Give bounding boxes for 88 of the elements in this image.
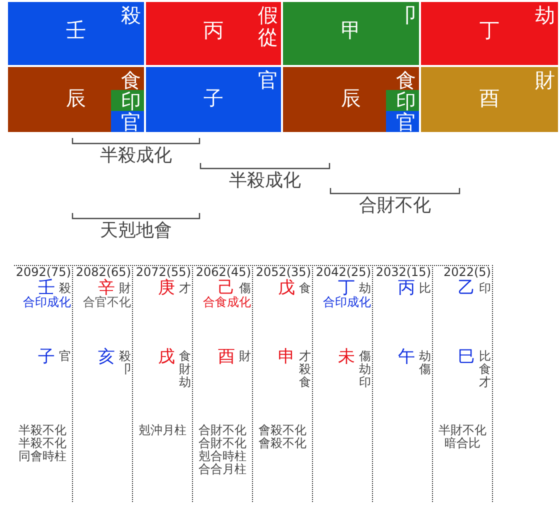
- ten-god-text: 比食才: [479, 350, 491, 390]
- ten-god-text: 殺: [121, 4, 141, 26]
- ten-god-text: 劫: [535, 4, 555, 26]
- interaction-note: 合合月柱: [198, 463, 246, 476]
- ten-god-text: 食財劫: [179, 350, 191, 390]
- pillar-cell: [283, 2, 419, 65]
- ten-god-text: 殺: [59, 282, 71, 296]
- branch-text: 酉: [218, 348, 235, 367]
- interaction-note: 半財不化: [438, 424, 486, 437]
- branch-text: 子: [38, 348, 55, 367]
- branch-text: 午: [398, 348, 415, 367]
- ten-god-text: 印: [479, 282, 491, 296]
- sub-cell: [111, 111, 144, 132]
- sub-cell: [386, 90, 419, 111]
- ten-god-text: 假從: [258, 4, 278, 48]
- branch-text: 戌: [158, 348, 175, 367]
- bracket-label: 天剋地會: [100, 221, 172, 241]
- year-age-text: 2042(25): [316, 266, 371, 280]
- combination-note: 合食成化: [203, 296, 251, 310]
- interaction-note: 會殺不化: [258, 424, 306, 437]
- pillar-cell: [8, 2, 144, 65]
- ten-god-text: 官: [121, 111, 141, 133]
- stem-branch-text: 丁: [480, 19, 500, 41]
- ten-god-text: 食: [121, 69, 141, 91]
- stem-branch-text: 辰: [66, 87, 86, 109]
- ten-god-text: 殺卩: [119, 350, 131, 376]
- interaction-note: 剋合時柱: [198, 450, 246, 463]
- year-age-text: 2062(45): [196, 266, 251, 280]
- stem-branch-text: 辰: [341, 87, 361, 109]
- stem-branch-text: 壬: [66, 19, 86, 41]
- interaction-note: 剋沖月柱: [138, 424, 186, 438]
- interaction-note: 同會時柱: [18, 450, 66, 464]
- branch-text: 亥: [98, 348, 115, 367]
- interaction-note: 合財不化: [198, 424, 246, 437]
- stem-branch-text: 子: [204, 87, 224, 109]
- year-age-text: 2052(35): [256, 266, 311, 279]
- ten-god-text: 印: [121, 90, 141, 112]
- ten-god-text: 財: [239, 350, 251, 364]
- stem-text: 戊: [278, 279, 295, 298]
- interaction-note: 半殺不化: [18, 437, 66, 450]
- ten-god-text: 財: [535, 69, 555, 91]
- ten-god-text: 劫傷: [419, 350, 431, 376]
- bracket-label: 半殺成化: [100, 146, 172, 166]
- year-age-text: 2022(5): [443, 266, 491, 280]
- ten-god-text: 食: [299, 282, 311, 296]
- combination-note: 合印成化: [23, 296, 71, 310]
- stem-text: 庚: [158, 279, 175, 298]
- pillar-cell: [8, 67, 144, 132]
- year-age-text: 2072(55): [136, 266, 191, 279]
- stem-branch-text: 酉: [480, 87, 500, 109]
- ten-god-text: 官: [258, 69, 278, 91]
- combination-note: 合官不化: [83, 296, 131, 310]
- pillar-cell: [146, 67, 281, 132]
- branch-text: 未: [338, 348, 355, 367]
- interaction-note: 暗合比: [444, 437, 480, 450]
- ten-god-text: 食: [396, 69, 416, 91]
- stem-text: 乙: [458, 279, 475, 298]
- ten-god-text: 官: [59, 350, 71, 364]
- branch-text: 申: [278, 348, 295, 367]
- pillar-cell: [421, 67, 558, 132]
- branch-text: 巳: [458, 348, 475, 367]
- ten-god-text: 財: [119, 282, 131, 296]
- ten-god-text: 才殺食: [299, 350, 311, 390]
- year-age-text: 2092(75): [16, 266, 71, 279]
- pillar-cell: [421, 2, 558, 65]
- combination-note: 合印成化: [323, 296, 371, 310]
- year-age-text: 2032(15): [376, 266, 431, 280]
- bracket-label: 半殺成化: [229, 171, 301, 191]
- stem-text: 丙: [398, 279, 415, 298]
- pillar-cell: [146, 2, 281, 65]
- ten-god-text: 官: [396, 111, 416, 133]
- interaction-note: 會殺不化: [258, 437, 306, 450]
- bracket-label: 合財不化: [359, 196, 431, 216]
- ten-god-text: 傷劫印: [359, 350, 371, 390]
- ten-god-text: 卩: [396, 4, 416, 26]
- ten-god-text: 才: [179, 282, 191, 296]
- interaction-note: 半殺不化: [18, 424, 66, 437]
- ten-god-text: 傷: [239, 282, 251, 296]
- ten-god-text: 比: [419, 282, 431, 296]
- year-age-text: 2082(65): [76, 266, 131, 279]
- interaction-note: 合財不化: [198, 437, 246, 450]
- stem-branch-text: 甲: [341, 19, 361, 41]
- sub-cell: [111, 90, 144, 111]
- ten-god-text: 劫: [359, 282, 371, 296]
- ten-god-text: 印: [396, 90, 416, 112]
- sub-cell: [386, 111, 419, 132]
- stem-branch-text: 丙: [204, 19, 224, 41]
- pillar-cell: [283, 67, 419, 132]
